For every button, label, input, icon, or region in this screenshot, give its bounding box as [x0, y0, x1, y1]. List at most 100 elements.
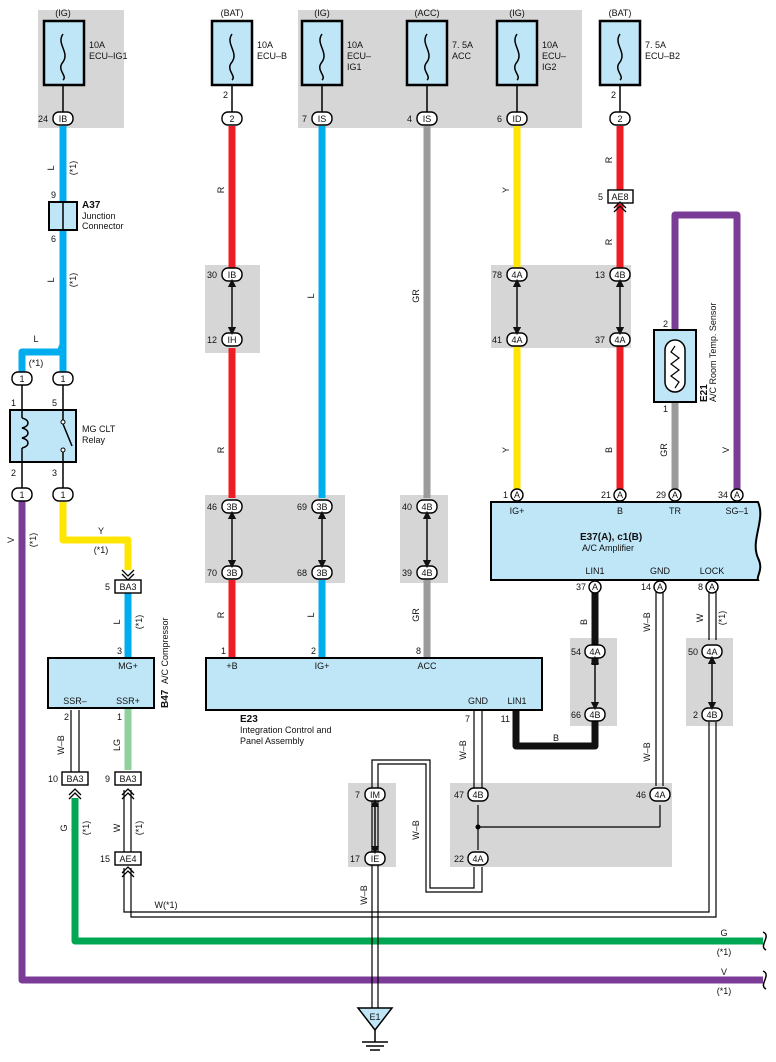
wire-label: GR — [411, 608, 421, 622]
connector-pin: 54 — [571, 647, 581, 657]
connector-ba3-9: BA3 9 — [105, 771, 142, 786]
e21-code: E21 — [699, 384, 710, 402]
connector-id: 4B — [706, 710, 717, 720]
connector-id: IE — [371, 854, 380, 864]
connector-id: 3B — [316, 568, 327, 578]
e23-pin: 1 — [221, 646, 226, 656]
fuse-source-ecu-b: (BAT) — [221, 8, 244, 18]
a37-pin-top: 9 — [51, 190, 56, 200]
connector-is-acc: IS 4 — [407, 111, 438, 126]
chevrons — [68, 201, 627, 878]
connector-pin: 7 — [302, 114, 307, 124]
e37-pin: 8 — [698, 582, 703, 592]
e37-pin: 14 — [641, 582, 651, 592]
fuse-name-ecu-b2: ECU–B2 — [645, 51, 680, 61]
connector-id: AE4 — [119, 854, 136, 864]
e23-pin: 7 — [465, 714, 470, 724]
e23-code: E23 — [240, 714, 258, 725]
e23-name: Integration Control and — [240, 725, 332, 735]
a37-name: Junction — [82, 211, 116, 221]
fuse-source-acc: (ACC) — [415, 8, 440, 18]
b47-mg-terminal: MG+ — [118, 661, 138, 671]
e37-pin: 37 — [576, 582, 586, 592]
e23-name2: Panel Assembly — [240, 736, 305, 746]
connector-pin: 39 — [402, 568, 412, 578]
fuse-acc: 7. 5A ACC — [405, 19, 473, 87]
e37-lin-terminal: LIN1 — [585, 566, 604, 576]
room-temp-sensor-e21: 2 1 E21 A/C Room Temp. Sensor — [653, 303, 718, 414]
wire-label: L — [112, 619, 122, 624]
e23-pin: 8 — [416, 646, 421, 656]
connector-id: ID — [513, 114, 523, 124]
connector-4a-78: 4A 78 — [492, 267, 528, 282]
fuse-source-ecu-ig1: (IG) — [55, 8, 71, 18]
e37-lock-terminal: LOCK — [700, 566, 725, 576]
connector-ba3-5: BA3 5 — [105, 579, 142, 594]
e37-top-connectors: A A A A — [510, 488, 744, 502]
connector-pin: 9 — [105, 774, 110, 784]
connector-id: 1 — [60, 374, 65, 384]
b47-ssrp-terminal: SSR+ — [116, 696, 140, 706]
connector-pin: 66 — [571, 710, 581, 720]
e23-pin: 11 — [501, 714, 510, 724]
connector-ecu-b: 2 2 — [221, 90, 243, 126]
relay-name: MG CLT — [82, 424, 116, 434]
a37-name2: Connector — [82, 221, 124, 231]
connector-id: IS — [318, 114, 327, 124]
connector-id: 4A — [589, 647, 600, 657]
connector-id: 4A — [511, 335, 522, 345]
wire-label: W–B — [56, 735, 66, 755]
wire-note: (*1) — [29, 358, 44, 368]
wire-label: W–B — [411, 820, 421, 840]
connector-4b-40: 4B 40 — [402, 499, 438, 514]
e37-b-terminal: B — [617, 506, 623, 516]
wire-label: R — [216, 186, 226, 193]
shaded-areas — [38, 10, 733, 867]
junction-connector-a37: 9 6 A37 Junction Connector — [48, 190, 124, 244]
connector-4a-41: 4A 41 — [492, 332, 528, 347]
fuse-amp-ecu-ig2: 10A — [542, 40, 558, 50]
connector-id: 2 — [229, 114, 234, 124]
connector-pin: 7 — [355, 790, 360, 800]
connector-id: 3B — [226, 502, 237, 512]
e37-pin: 29 — [656, 490, 666, 500]
wire-label: L — [306, 293, 316, 298]
e37-pin: 34 — [718, 490, 728, 500]
mg-clt-relay: 1 1 1 1 1 5 2 3 MG CLT Relay — [9, 371, 116, 502]
fuse-ecu-b: 10A ECU–B — [210, 19, 287, 87]
connector-id: IB — [228, 270, 237, 280]
wire-label: L — [46, 165, 56, 170]
connector-pills: IB 24 2 2 IS 7 IS 4 ID 6 2 2 — [38, 90, 723, 866]
wire-label: R — [604, 156, 614, 163]
e37-name: A/C Amplifier — [582, 543, 634, 553]
connector-id: 1 — [19, 374, 24, 384]
b47-ssrm-terminal: SSR– — [63, 696, 87, 706]
connector-3b-70: 3B 70 — [207, 565, 243, 580]
relay-pin: 2 — [11, 468, 16, 478]
fuse-amp-ecu-b2: 7. 5A — [645, 40, 666, 50]
connector-id: A — [709, 582, 715, 592]
connector-id: BA3 — [119, 582, 136, 592]
fuse-ecu-b2: 7. 5A ECU–B2 — [598, 19, 680, 87]
connector-4b-66: 4B 66 — [571, 707, 606, 722]
wire-label: L — [46, 277, 56, 282]
connector-4b-13: 4B 13 — [595, 267, 631, 282]
connector-pin: 4 — [407, 114, 412, 124]
relay-connectors-top: 1 1 — [11, 371, 74, 386]
connector-3b-69: 3B 69 — [297, 499, 333, 514]
wire-label: B — [553, 733, 559, 743]
e37-code: E37(A), c1(B) — [580, 532, 642, 543]
fuse-name-ecu-ig2: ECU– — [542, 51, 566, 61]
connector-pin: 41 — [492, 335, 502, 345]
wire-label: GR — [659, 443, 669, 457]
relay-name2: Relay — [82, 435, 106, 445]
connector-4a-22: 4A 22 — [454, 851, 489, 866]
connector-ih-12: IH 12 — [207, 332, 243, 347]
connector-pin: 22 — [454, 854, 464, 864]
ac-amplifier-e37: A A A A A A A 1 21 29 34 37 14 8 IG+ B T… — [490, 488, 762, 594]
wire-label: Y — [501, 187, 511, 193]
wire-label: W — [695, 613, 705, 622]
b47-pin: 1 — [117, 712, 122, 722]
connector-id: 4A — [706, 647, 717, 657]
connector-id: 4B — [421, 502, 432, 512]
